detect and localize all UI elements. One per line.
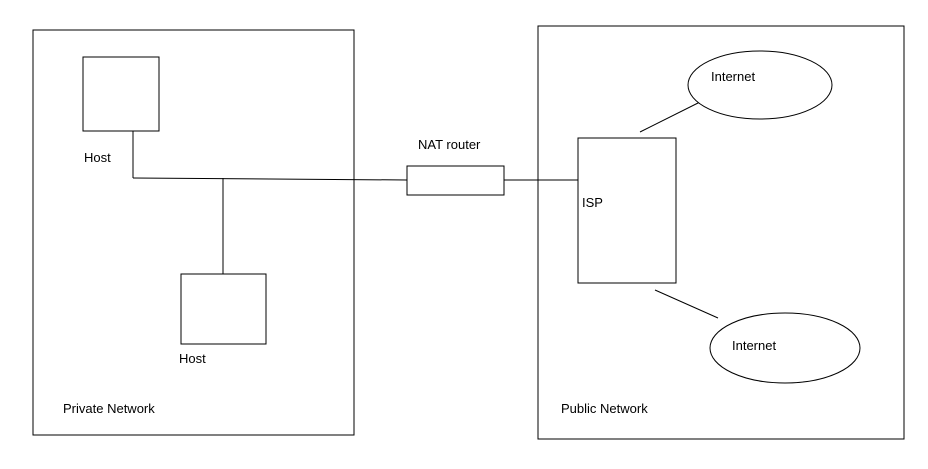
host-label-2: Host: [179, 351, 206, 366]
nat-router-label: NAT router: [418, 137, 481, 152]
internet-label-2: Internet: [732, 338, 776, 353]
nat-router-box: [406, 165, 505, 196]
isp-label: ISP: [582, 195, 603, 210]
private-network-label: Private Network: [63, 401, 155, 416]
host-box-1: [82, 56, 160, 132]
public-network-label: Public Network: [561, 401, 648, 416]
isp-to-internet-top-line: [639, 98, 707, 133]
internet-ellipse-2: [709, 312, 861, 384]
host-label-1: Host: [84, 150, 111, 165]
private-bus-line: [132, 177, 408, 181]
host-box-2: [180, 273, 267, 345]
internet-label-1: Internet: [711, 69, 755, 84]
internet-ellipse-1: [687, 50, 833, 120]
private-network-box: [32, 29, 355, 436]
isp-box: [577, 137, 677, 284]
isp-to-internet-bottom-line: [654, 289, 719, 319]
